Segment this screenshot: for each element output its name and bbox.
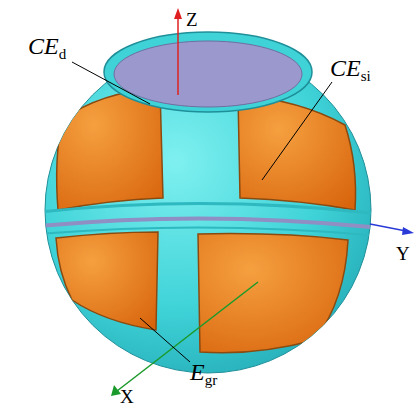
electrode-panel xyxy=(238,95,356,210)
electrode-panel xyxy=(56,232,158,330)
label-group: CEd xyxy=(28,34,66,58)
leader-line xyxy=(140,318,190,362)
arrow-head xyxy=(174,8,182,19)
label-group: CEsi xyxy=(330,56,371,80)
part-name: CE xyxy=(28,33,59,59)
leader-line xyxy=(72,62,150,104)
subscript: d xyxy=(59,46,67,62)
part-name: CE xyxy=(330,55,361,81)
arrow-head xyxy=(402,227,414,235)
y-axis xyxy=(370,224,406,231)
z-axis xyxy=(177,16,179,95)
subscript: gr xyxy=(205,372,218,388)
band-edge xyxy=(40,227,380,236)
subscript: si xyxy=(361,68,371,84)
label-group: Z xyxy=(186,10,198,29)
axis-name: Y xyxy=(396,243,410,264)
arrow-head xyxy=(111,385,121,396)
part-name: E xyxy=(190,359,205,385)
electrode-panel xyxy=(57,88,163,210)
x-axis xyxy=(117,282,258,391)
leader-line xyxy=(262,82,332,180)
axis-name: X xyxy=(120,386,134,407)
axis-name: Z xyxy=(186,9,198,30)
label-group: Y xyxy=(396,244,410,263)
label-group: Egr xyxy=(190,360,217,384)
band-edge xyxy=(40,203,380,214)
top-rim xyxy=(104,32,312,112)
label-group: X xyxy=(120,387,134,406)
top-cap xyxy=(114,41,302,107)
electrode-panel xyxy=(198,234,348,353)
